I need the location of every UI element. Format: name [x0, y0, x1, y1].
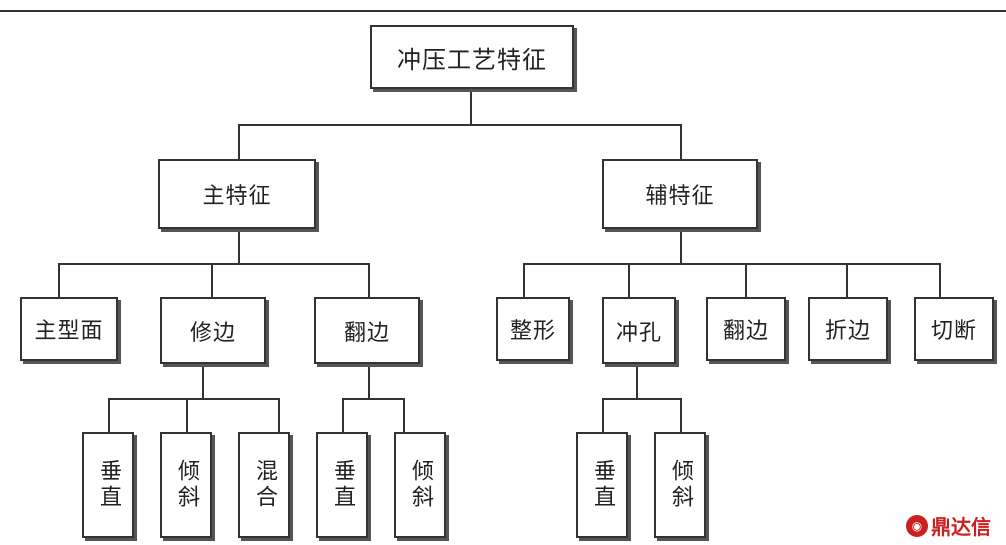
aux-flange-node: 翻边 — [706, 297, 786, 361]
brand-icon: ◉ — [906, 514, 928, 537]
pierce-vertical-node: 垂直 — [576, 432, 628, 538]
main-surface-node: 主型面 — [20, 297, 118, 361]
trim-vertical-node: 垂直 — [82, 432, 134, 538]
trim-inclined-node: 倾斜 — [160, 432, 212, 538]
top-rule — [0, 10, 1006, 12]
restrike-node: 整形 — [496, 297, 570, 361]
flange-inclined-node: 倾斜 — [394, 432, 446, 538]
watermark-text: 鼎达信 — [931, 515, 991, 539]
flange-vertical-node: 垂直 — [316, 432, 368, 538]
hem-node: 折边 — [808, 297, 888, 361]
pierce-node: 冲孔 — [602, 297, 676, 364]
trim-mixed-node: 混合 — [238, 432, 290, 538]
main-flange-node: 翻边 — [314, 297, 420, 364]
watermark-logo: ◉ 鼎达信 — [906, 511, 991, 540]
trim-node: 修边 — [160, 297, 266, 364]
cut-node: 切断 — [914, 297, 994, 361]
root-node: 冲压工艺特征 — [370, 25, 574, 89]
pierce-inclined-node: 倾斜 — [654, 432, 706, 538]
aux-feature-node: 辅特征 — [602, 159, 758, 229]
main-feature-node: 主特征 — [158, 159, 316, 229]
